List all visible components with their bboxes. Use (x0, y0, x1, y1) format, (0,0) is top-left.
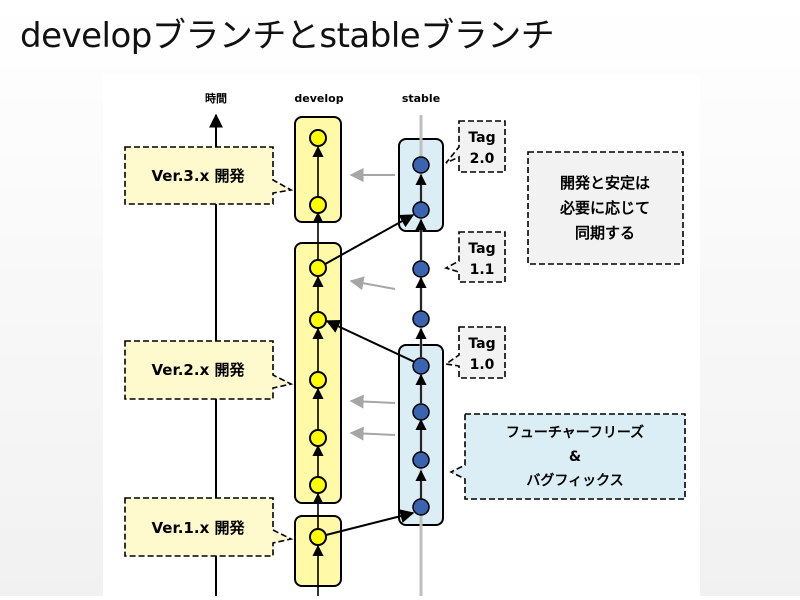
callout-ver3-label: Ver.3.x 開発 (152, 167, 246, 185)
develop-node (309, 429, 327, 447)
note-sync-line3: 同期する (575, 224, 635, 242)
tag-1-0-line2: 1.0 (470, 357, 495, 373)
column-header-stable: stable (402, 92, 440, 105)
develop-node (309, 476, 327, 494)
stable-node (412, 260, 430, 278)
note-freeze-line3: バグフィックス (526, 472, 623, 489)
stable-node (412, 451, 430, 469)
sync-arrow-dev-to-stable-3 (317, 214, 415, 269)
develop-node (309, 129, 327, 147)
diagram-canvas: 時間 develop stable (103, 75, 700, 596)
sync-arrow-stable-to-dev-2 (325, 320, 422, 366)
develop-node (309, 259, 327, 277)
tag-1-0-line1: Tag (468, 336, 495, 352)
slide-title: developブランチとstableブランチ (20, 16, 555, 56)
callout-ver2: Ver.2.x 開発 (124, 340, 294, 400)
merge-arrows (349, 168, 396, 441)
develop-node (309, 371, 327, 389)
stable-node (412, 357, 430, 375)
callout-ver1: Ver.1.x 開発 (124, 497, 294, 557)
note-sync-line1: 開発と安定は (560, 174, 650, 192)
tag-callout-1-1: Tag 1.1 (443, 231, 506, 283)
callout-ver2-label: Ver.2.x 開発 (152, 361, 246, 379)
stable-node (412, 403, 430, 421)
stable-nodes (412, 156, 430, 516)
stable-node (412, 498, 430, 516)
callout-ver3: Ver.3.x 開発 (124, 146, 294, 205)
note-sync: 開発と安定は 必要に応じて 同期する (527, 151, 684, 265)
note-freeze-line1: フューチャーフリーズ (506, 424, 644, 441)
stable-node (412, 156, 430, 174)
tag-1-1-line2: 1.1 (470, 262, 495, 278)
develop-nodes (309, 129, 327, 546)
branch-diagram: 時間 develop stable (124, 91, 686, 596)
tag-callout-1-0: Tag 1.0 (443, 326, 506, 379)
develop-node (309, 528, 327, 546)
tag-2-0-line2: 2.0 (470, 151, 495, 167)
sync-arrow-dev-to-stable-1 (317, 509, 415, 538)
callout-ver1-label: Ver.1.x 開発 (152, 519, 246, 537)
note-sync-line2: 必要に応じて (559, 199, 650, 217)
tag-2-0-line1: Tag (468, 130, 495, 146)
tag-1-1-line1: Tag (468, 241, 495, 257)
stable-node (412, 310, 430, 328)
column-header-develop: develop (294, 92, 343, 105)
develop-node (309, 311, 327, 329)
column-header-time: 時間 (205, 91, 227, 105)
tag-callout-2-0: Tag 2.0 (445, 120, 506, 173)
stable-node (412, 201, 430, 219)
note-freeze-line2: & (569, 449, 581, 465)
note-freeze: フューチャーフリーズ & バグフィックス (449, 413, 686, 500)
develop-node (309, 196, 327, 214)
